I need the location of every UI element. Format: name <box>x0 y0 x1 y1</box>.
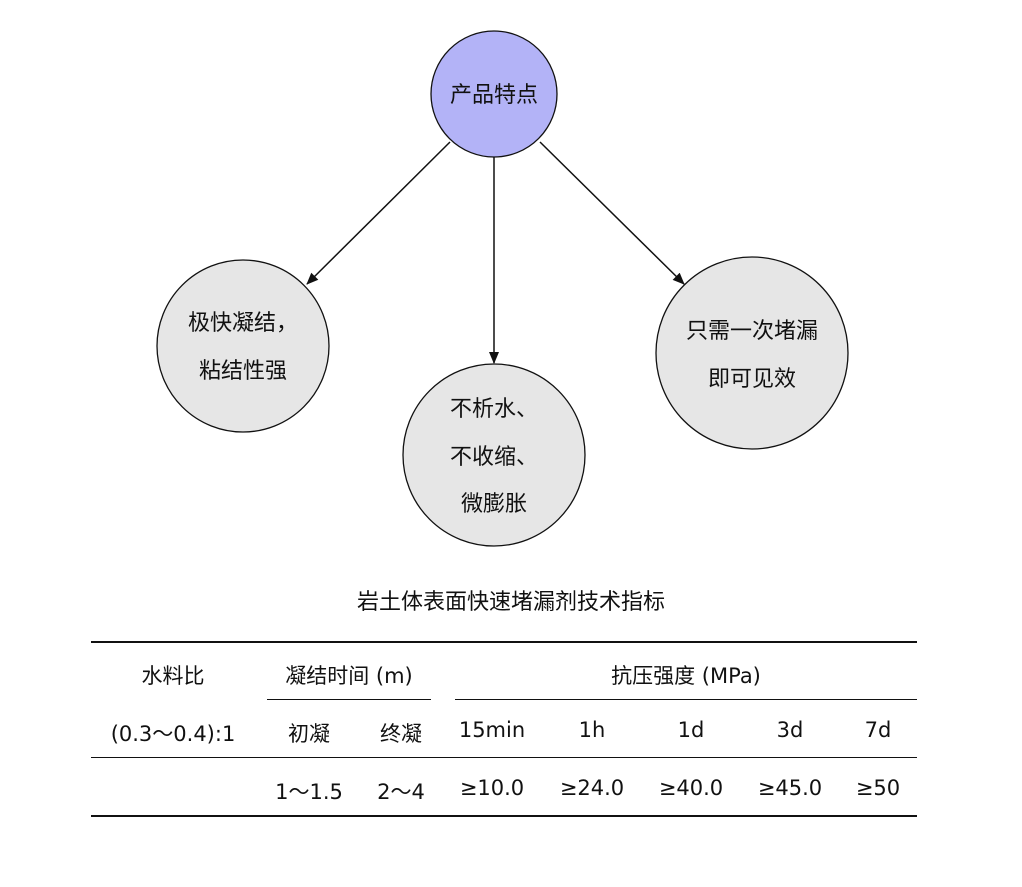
child-node-middle-line-2: 不收缩、 <box>450 445 538 470</box>
root-node-label: 产品特点 <box>450 83 538 108</box>
table-mid-rule <box>91 757 917 758</box>
child-node-right-circle <box>655 256 849 450</box>
table-title: 岩土体表面快速堵漏剂技术指标 <box>356 590 665 615</box>
table-bottom-rule <box>91 815 917 817</box>
header-3d: 3d <box>776 718 804 742</box>
header-compressive-strength: 抗压强度 (MPa) <box>611 664 761 688</box>
data-1d: ≥40.0 <box>658 776 724 800</box>
root-node-circle <box>430 30 558 158</box>
data-1h: ≥24.0 <box>559 776 625 800</box>
data-7d: ≥50 <box>855 776 901 800</box>
child-node-right-line-2: 即可见效 <box>708 367 796 392</box>
child-node-left: 极快凝结， 粘结性强 <box>156 259 330 433</box>
setting-time-subrule <box>267 699 431 700</box>
edge-root-to-right <box>539 141 685 285</box>
header-final-set: 终凝 <box>380 722 422 746</box>
header-water-ratio: 水料比 <box>141 664 205 688</box>
child-node-middle-line-3: 微膨胀 <box>461 492 527 517</box>
child-node-middle-circle <box>402 363 586 547</box>
data-15min: ≥10.0 <box>459 776 525 800</box>
header-15min: 15min <box>458 718 526 742</box>
strength-subrule <box>455 699 917 700</box>
header-initial-set: 初凝 <box>288 722 330 746</box>
root-node: 产品特点 <box>430 30 558 158</box>
data-initial-set: 1～1.5 <box>275 780 343 804</box>
child-node-left-line-2: 粘结性强 <box>199 359 287 384</box>
child-node-right-line-1: 只需一次堵漏 <box>686 319 818 344</box>
cell-ratio-value: (0.3～0.4):1 <box>110 722 236 746</box>
child-node-right: 只需一次堵漏 即可见效 <box>655 256 849 450</box>
feature-diagram: 产品特点 极快凝结， 粘结性强 不析水、 不收缩、 微膨胀 只需一次堵漏 即可见… <box>156 30 849 547</box>
header-1h: 1h <box>578 718 606 742</box>
header-setting-time: 凝结时间 (m) <box>285 664 413 688</box>
data-3d: ≥45.0 <box>757 776 823 800</box>
table-top-rule <box>91 641 917 643</box>
header-7d: 7d <box>864 718 892 742</box>
edge-root-to-left <box>306 141 451 285</box>
child-node-middle-line-1: 不析水、 <box>450 397 538 422</box>
child-node-left-line-1: 极快凝结， <box>188 311 298 336</box>
child-node-left-circle <box>156 259 330 433</box>
data-final-set: 2～4 <box>377 780 425 804</box>
header-1d: 1d <box>677 718 705 742</box>
child-node-middle: 不析水、 不收缩、 微膨胀 <box>402 363 586 547</box>
